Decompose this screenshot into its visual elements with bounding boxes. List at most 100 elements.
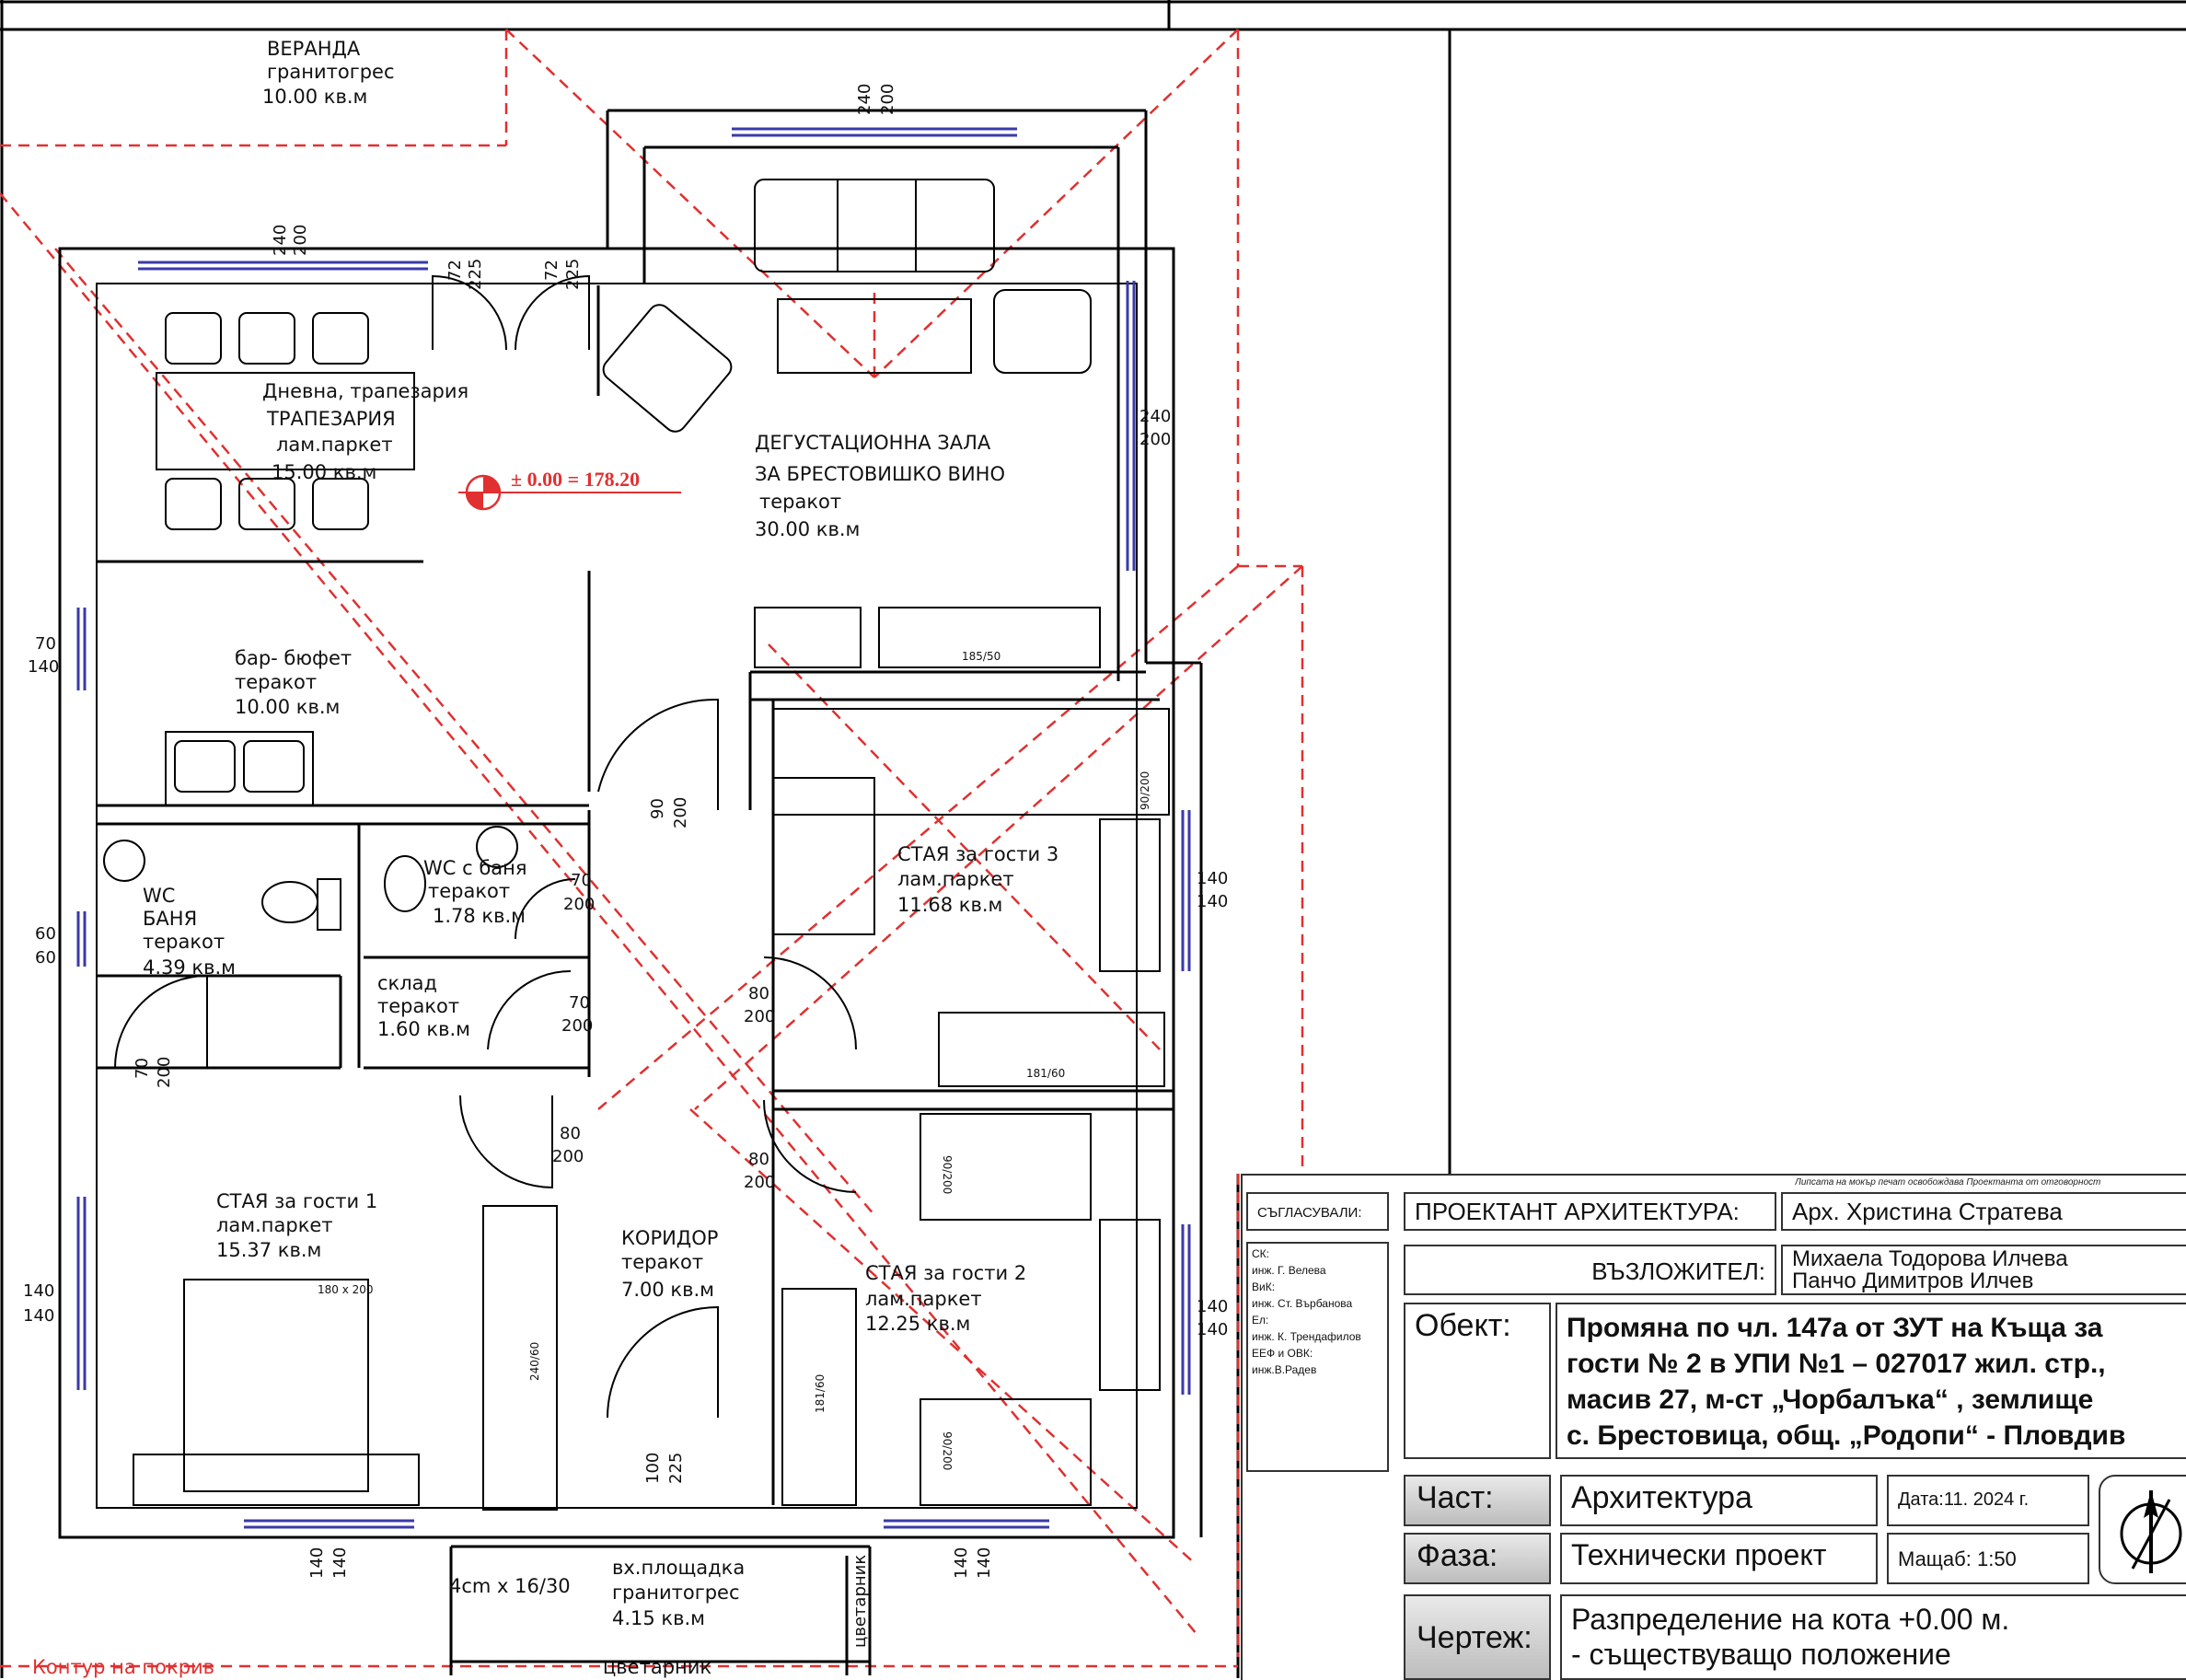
object-line-2: гости № 2 в УПИ №1 – 027017 жил. стр.,	[1567, 1349, 2106, 1379]
north-arrow-icon	[2120, 1490, 2182, 1573]
wardrobe1-label: 240/60	[528, 1342, 541, 1381]
client-names: Михаела Тодорова Илчева Панчо Димитров И…	[1781, 1245, 2186, 1295]
entrance-area: 4.15 кв.м	[612, 1607, 705, 1629]
object-description: Промяна по чл. 147а от ЗУТ на Къща за го…	[1556, 1303, 2186, 1459]
dim: 140	[1197, 1297, 1228, 1316]
dim: 140	[952, 1547, 971, 1579]
dining-name: Дневна, трапезария	[262, 380, 468, 402]
north-arrow	[2099, 1475, 2186, 1584]
drawing-title: Разпределение на кота +0.00 м. - съществ…	[1560, 1594, 2186, 1680]
guest3-finish: лам.паркет	[897, 868, 1014, 890]
guest2-area: 12.25 кв.м	[865, 1313, 970, 1335]
dim: 80	[748, 984, 769, 1003]
object-line-1: Промяна по чл. 147а от ЗУТ на Къща за	[1567, 1313, 2103, 1343]
storage-name: склад	[377, 972, 437, 994]
guest1-finish: лам.паркет	[216, 1214, 333, 1236]
tasting-name: ДЕГУСТАЦИОННА ЗАЛА	[755, 432, 991, 454]
guest3-name: СТАЯ за гости 3	[897, 843, 1058, 865]
dim: 140	[28, 657, 59, 677]
corridor-finish: теракот	[621, 1251, 703, 1273]
part-value: Архитектура	[1560, 1475, 1878, 1526]
storage-area: 1.60 кв.м	[377, 1018, 470, 1040]
guest1-area: 15.37 кв.м	[216, 1239, 321, 1261]
dim: 140	[975, 1547, 994, 1579]
wc-small-name: WC с баня	[423, 857, 527, 879]
dim: 140	[307, 1547, 327, 1579]
dim: 140	[330, 1547, 350, 1579]
scale: Мащаб: 1:50	[1887, 1533, 2089, 1584]
dining-finish: лам.паркет	[276, 434, 393, 456]
phase-label: Фаза:	[1404, 1533, 1551, 1584]
flowerbed-side: цветарник	[850, 1555, 870, 1648]
guest2-finish: лам.паркет	[865, 1288, 982, 1310]
wc-bath-finish: теракот	[143, 931, 225, 953]
wc-bath-name: WC	[143, 885, 175, 907]
dim: 60	[35, 948, 56, 967]
tv-label: 185/50	[962, 650, 1000, 663]
dim: 225	[563, 259, 583, 290]
dim: 70	[569, 993, 590, 1013]
bed2a-label: 90/200	[941, 1155, 954, 1194]
dim: 200	[561, 1016, 593, 1036]
client-label: ВЪЗЛОЖИТЕЛ:	[1404, 1245, 1776, 1295]
client-name-1: Михаела Тодорова Илчева	[1792, 1246, 2068, 1271]
date: Дата:11. 2024 г.	[1887, 1475, 2089, 1526]
dim: 80	[560, 1124, 581, 1143]
wardrobe2-label: 181/60	[814, 1374, 827, 1413]
object-label: Обект:	[1404, 1303, 1551, 1459]
eef-name: инж.В.Радев	[1252, 1363, 1317, 1376]
wc-small-area: 1.78 кв.м	[433, 905, 526, 927]
flowerbed-bottom: цветарник	[603, 1656, 711, 1678]
wc-small-finish: теракот	[428, 880, 510, 902]
roof-outline-label: Контур на покрив	[32, 1656, 214, 1678]
vik-label: ВиК:	[1252, 1280, 1276, 1293]
el-name: инж. К. Трендафилов	[1252, 1330, 1361, 1343]
wc-bath-name2: БАНЯ	[143, 908, 197, 930]
dim: 200	[878, 84, 897, 115]
eef-label: ЕЕФ и ОВК:	[1252, 1347, 1313, 1360]
dim: 80	[748, 1150, 769, 1169]
dim: 72	[445, 260, 465, 281]
dim: 200	[291, 225, 310, 256]
dim: 225	[666, 1453, 686, 1484]
dim: 70	[571, 871, 592, 890]
drawing-line-1: Разпределение на кота +0.00 м.	[1571, 1603, 2010, 1636]
bar-area: 10.00 кв.м	[235, 696, 340, 718]
part-label: Част:	[1404, 1475, 1551, 1526]
furniture-labels: 185/50 90/200 181/60 240/60 180 x 200 18…	[318, 650, 1151, 1470]
title-block: Липсата на мокър печат освобождава Проек…	[1241, 1174, 2186, 1680]
dim: 225	[466, 259, 485, 290]
doors	[114, 274, 857, 1419]
agreed-signatures: СК: инж. Г. Велева ВиК: инж. Ст. Върбано…	[1246, 1242, 1389, 1472]
el-label: Ел:	[1252, 1314, 1269, 1327]
dim: 60	[35, 924, 56, 944]
dim: 140	[1197, 869, 1228, 888]
guest3-area: 11.68 кв.м	[897, 894, 1002, 916]
dim: 70	[133, 1058, 152, 1079]
stairs-note: 4cm x 16/30	[449, 1575, 571, 1597]
storage-finish: теракот	[377, 995, 459, 1017]
dim: 200	[155, 1057, 174, 1088]
veranda-finish: гранитогрес	[267, 61, 395, 83]
bed3-label: 90/200	[1139, 771, 1151, 810]
dim: 140	[1197, 892, 1228, 911]
tasting-area: 30.00 кв.м	[755, 518, 860, 540]
dim: 200	[744, 1173, 775, 1192]
roof-contour	[0, 29, 1304, 1668]
bar-finish: теракот	[235, 671, 317, 693]
dim: 140	[23, 1306, 54, 1326]
dining-name2: ТРАПЕЗАРИЯ	[266, 408, 396, 430]
tasting-name2: ЗА БРЕСТОВИШКО ВИНО	[755, 463, 1005, 485]
guest1-name: СТАЯ за гости 1	[216, 1190, 377, 1212]
bed1-label: 180 x 200	[318, 1283, 374, 1296]
dim: 200	[744, 1007, 775, 1026]
walls	[58, 109, 1203, 1675]
level-marker: ± 0.00 = 178.20	[458, 468, 681, 511]
corridor-area: 7.00 кв.м	[621, 1279, 714, 1301]
phase-value: Технически проект	[1560, 1533, 1878, 1584]
guest2-name: СТАЯ за гости 2	[865, 1262, 1026, 1284]
client-name-2: Панчо Димитров Илчев	[1792, 1269, 2034, 1293]
drawing-label: Чертеж:	[1404, 1594, 1551, 1680]
